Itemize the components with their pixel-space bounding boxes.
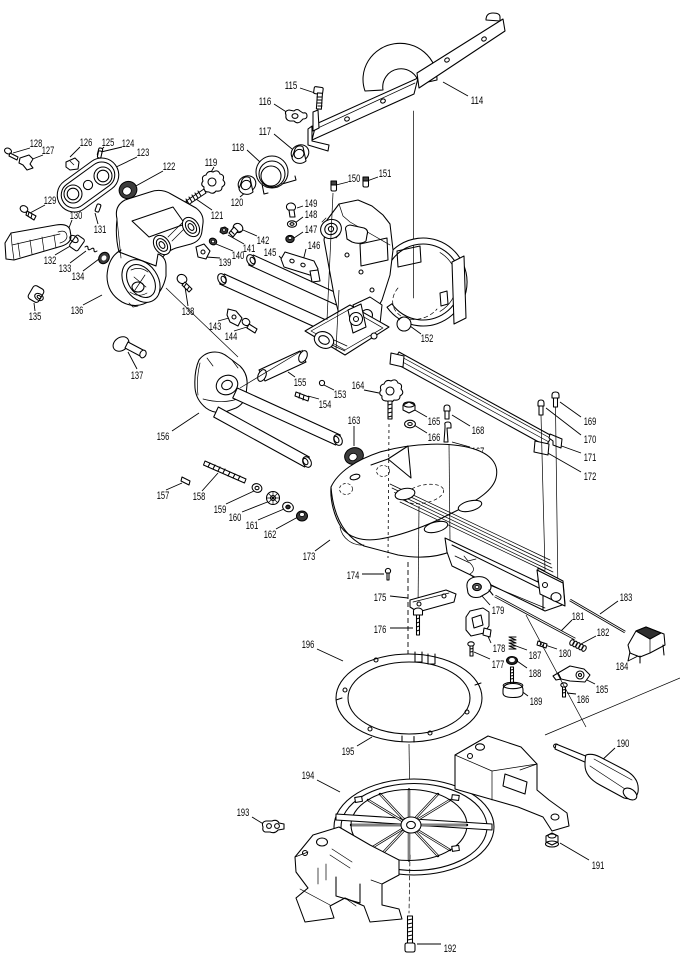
svg-text:116: 116 bbox=[259, 96, 272, 108]
svg-text:187: 187 bbox=[529, 650, 542, 662]
svg-text:189: 189 bbox=[530, 696, 543, 708]
svg-text:192: 192 bbox=[444, 943, 457, 955]
svg-text:140: 140 bbox=[232, 250, 245, 262]
svg-text:160: 160 bbox=[229, 512, 242, 524]
svg-text:129: 129 bbox=[44, 195, 57, 207]
svg-text:166: 166 bbox=[428, 432, 441, 444]
svg-text:128: 128 bbox=[30, 138, 43, 150]
svg-text:121: 121 bbox=[211, 210, 224, 222]
svg-text:164: 164 bbox=[352, 380, 365, 392]
svg-text:143: 143 bbox=[209, 321, 222, 333]
svg-text:182: 182 bbox=[597, 627, 610, 639]
svg-text:195: 195 bbox=[342, 746, 355, 758]
svg-text:176: 176 bbox=[374, 624, 387, 636]
svg-text:119: 119 bbox=[205, 157, 218, 169]
svg-text:173: 173 bbox=[303, 551, 316, 563]
svg-text:163: 163 bbox=[348, 415, 361, 427]
svg-text:118: 118 bbox=[232, 142, 245, 154]
svg-text:154: 154 bbox=[319, 399, 332, 411]
svg-text:144: 144 bbox=[225, 331, 238, 343]
svg-text:131: 131 bbox=[94, 224, 107, 236]
svg-text:138: 138 bbox=[182, 306, 195, 318]
svg-text:141: 141 bbox=[243, 243, 256, 255]
svg-text:135: 135 bbox=[29, 311, 42, 323]
svg-text:179: 179 bbox=[492, 605, 505, 617]
svg-text:169: 169 bbox=[584, 416, 597, 428]
svg-text:156: 156 bbox=[157, 431, 170, 443]
svg-text:145: 145 bbox=[264, 247, 277, 259]
svg-text:184: 184 bbox=[616, 661, 629, 673]
svg-text:137: 137 bbox=[131, 370, 144, 382]
svg-text:171: 171 bbox=[584, 452, 597, 464]
svg-text:170: 170 bbox=[584, 434, 597, 446]
svg-text:155: 155 bbox=[294, 377, 307, 389]
svg-text:183: 183 bbox=[620, 592, 633, 604]
svg-text:149: 149 bbox=[305, 198, 318, 210]
svg-text:147: 147 bbox=[305, 224, 318, 236]
svg-text:168: 168 bbox=[472, 425, 485, 437]
svg-text:180: 180 bbox=[559, 648, 572, 660]
svg-text:117: 117 bbox=[259, 126, 272, 138]
svg-text:123: 123 bbox=[137, 147, 150, 159]
svg-text:162: 162 bbox=[264, 529, 277, 541]
svg-text:157: 157 bbox=[157, 490, 170, 502]
svg-text:190: 190 bbox=[617, 738, 630, 750]
svg-text:174: 174 bbox=[347, 570, 360, 582]
svg-text:136: 136 bbox=[71, 305, 84, 317]
svg-text:133: 133 bbox=[59, 263, 72, 275]
svg-text:142: 142 bbox=[257, 235, 270, 247]
svg-text:130: 130 bbox=[70, 210, 83, 222]
svg-text:151: 151 bbox=[379, 168, 392, 180]
svg-text:132: 132 bbox=[44, 255, 57, 267]
svg-text:146: 146 bbox=[308, 240, 321, 252]
svg-text:196: 196 bbox=[302, 639, 315, 651]
svg-text:172: 172 bbox=[584, 471, 597, 483]
svg-text:139: 139 bbox=[219, 257, 232, 269]
svg-text:150: 150 bbox=[348, 173, 361, 185]
svg-text:177: 177 bbox=[492, 659, 505, 671]
svg-text:152: 152 bbox=[421, 333, 434, 345]
svg-text:124: 124 bbox=[122, 138, 135, 150]
svg-text:181: 181 bbox=[572, 611, 585, 623]
svg-text:148: 148 bbox=[305, 209, 318, 221]
svg-text:159: 159 bbox=[214, 504, 227, 516]
svg-text:134: 134 bbox=[72, 271, 85, 283]
svg-text:153: 153 bbox=[334, 389, 347, 401]
svg-text:158: 158 bbox=[193, 491, 206, 503]
svg-text:122: 122 bbox=[163, 161, 176, 173]
svg-text:191: 191 bbox=[592, 860, 605, 872]
svg-text:186: 186 bbox=[577, 694, 590, 706]
svg-text:194: 194 bbox=[302, 770, 315, 782]
svg-text:127: 127 bbox=[42, 145, 55, 157]
svg-text:120: 120 bbox=[231, 197, 244, 209]
svg-text:165: 165 bbox=[428, 416, 441, 428]
svg-text:193: 193 bbox=[237, 807, 250, 819]
svg-text:178: 178 bbox=[493, 643, 506, 655]
svg-text:125: 125 bbox=[102, 137, 115, 149]
svg-text:188: 188 bbox=[529, 668, 542, 680]
svg-text:126: 126 bbox=[80, 137, 93, 149]
svg-text:115: 115 bbox=[285, 80, 298, 92]
svg-text:114: 114 bbox=[471, 95, 484, 107]
svg-text:161: 161 bbox=[246, 520, 259, 532]
svg-text:175: 175 bbox=[374, 592, 387, 604]
svg-text:185: 185 bbox=[596, 684, 609, 696]
